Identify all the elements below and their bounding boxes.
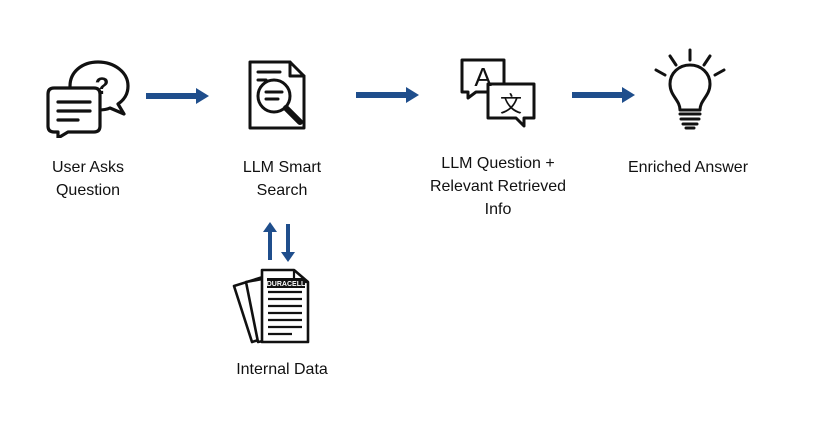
flow-arrow-3	[572, 87, 635, 103]
node-label-llm-question-retrieved-info: LLM Question + Relevant Retrieved Info	[429, 155, 567, 218]
lightbulb-icon	[654, 48, 726, 130]
node-label-internal-data: Internal Data	[236, 361, 328, 378]
document-search-icon	[248, 60, 306, 130]
node-label-llm-smart-search: LLM Smart Search	[242, 159, 322, 199]
question-mark: ?	[95, 73, 110, 100]
documents-stack-icon: DURACELL	[232, 268, 310, 344]
node-label-enriched-answer: Enriched Answer	[627, 159, 749, 176]
translate-icon: A 文	[460, 58, 536, 128]
flow-arrow-1	[146, 88, 209, 104]
doc-brand-text: DURACELL	[267, 281, 306, 288]
cjk-glyph: 文	[500, 93, 522, 118]
latin-glyph: A	[474, 62, 492, 92]
node-label-user-asks-question: User Asks Question	[51, 159, 124, 199]
flow-arrow-2	[356, 87, 419, 103]
chat-question-icon: ?	[46, 60, 130, 138]
bidirectional-arrow	[263, 222, 295, 262]
